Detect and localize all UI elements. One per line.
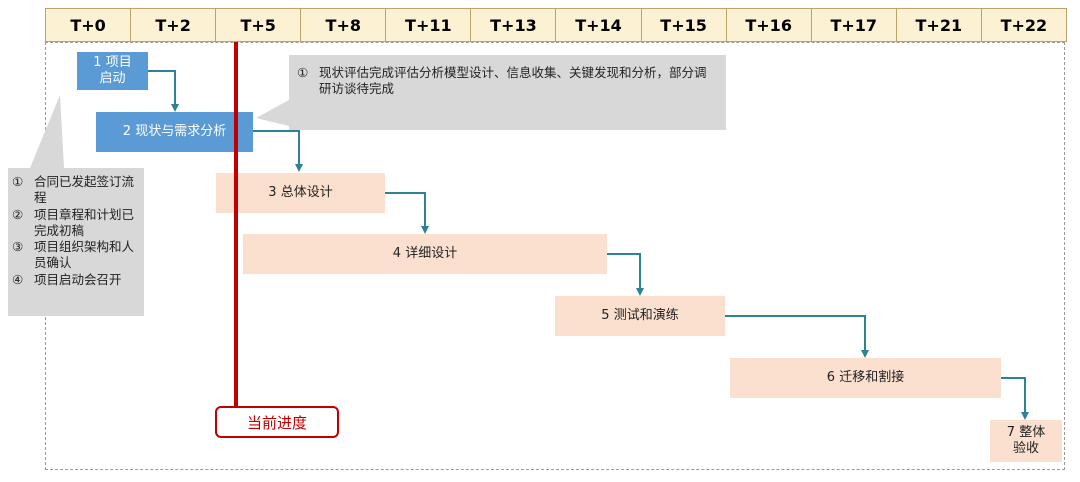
arrow-4-5 <box>607 253 644 296</box>
note-item-number: ② <box>12 206 24 222</box>
task-label: 4 详细设计 <box>392 245 458 261</box>
note-item-text: 现状评估完成评估分析模型设计、信息收集、关键发现和分析，部分调研访谈待完成 <box>319 65 707 97</box>
current-progress-line <box>234 42 238 408</box>
task-6-migration: 6 迁移和割接 <box>730 358 1001 398</box>
arrow-6-7 <box>1001 377 1029 420</box>
callout-note-project-start: ① 合同已发起签订流程 ② 项目章程和计划已完成初稿 ③ 项目组织架构和人员确认… <box>8 168 144 316</box>
arrow-2-3 <box>253 130 303 172</box>
task-5-testing: 5 测试和演练 <box>555 296 725 336</box>
timeline-cell: T+8 <box>301 9 387 41</box>
note-item-text: 项目章程和计划已完成初稿 <box>34 206 135 238</box>
timeline-cell: T+0 <box>46 9 132 41</box>
callout-note-analysis: ① 现状评估完成评估分析模型设计、信息收集、关键发现和分析，部分调研访谈待完成 <box>289 55 726 130</box>
current-progress-label: 当前进度 <box>215 406 339 438</box>
timeline-header: T+0 T+2 T+5 T+8 T+11 T+13 T+14 T+15 T+16… <box>45 8 1067 42</box>
task-label: 3 总体设计 <box>268 184 333 200</box>
task-label: 7 整体 验收 <box>1006 424 1046 456</box>
task-label: 5 测试和演练 <box>601 307 679 323</box>
task-2-analysis: 2 现状与需求分析 <box>96 112 253 152</box>
timeline-cell: T+2 <box>131 9 217 41</box>
note-item-number: ④ <box>12 271 24 287</box>
note-item: ① 现状评估完成评估分析模型设计、信息收集、关键发现和分析，部分调研访谈待完成 <box>297 65 718 98</box>
task-4-detailed-design: 4 详细设计 <box>243 234 607 274</box>
arrow-1-2 <box>148 70 179 112</box>
task-7-acceptance: 7 整体 验收 <box>990 420 1062 462</box>
task-label: 2 现状与需求分析 <box>122 123 227 139</box>
arrow-3-4 <box>385 192 429 234</box>
arrow-5-6 <box>725 315 869 358</box>
task-3-overall-design: 3 总体设计 <box>216 173 385 213</box>
timeline-cell: T+14 <box>556 9 642 41</box>
timeline-cell: T+21 <box>897 9 982 41</box>
task-label: 6 迁移和割接 <box>826 369 905 385</box>
note-item-text: 合同已发起签订流程 <box>34 174 135 206</box>
note-item-number: ① <box>12 174 24 189</box>
timeline-cell: T+17 <box>812 9 897 41</box>
callout-pointer-left <box>30 95 64 168</box>
note-item-number: ③ <box>12 239 24 254</box>
timeline-cell: T+16 <box>727 9 812 41</box>
current-progress-text: 当前进度 <box>246 413 307 432</box>
timeline-cell: T+5 <box>216 9 302 41</box>
note-item-text: 项目启动会召开 <box>34 271 122 287</box>
note-item: ② 项目章程和计划已完成初稿 <box>12 207 140 240</box>
task-label: 1 项目 启动 <box>93 54 132 86</box>
note-item-number: ① <box>297 65 309 80</box>
timeline-cell: T+11 <box>386 9 472 41</box>
note-item-text: 项目组织架构和人员确认 <box>34 239 135 271</box>
timeline-cell: T+15 <box>642 9 727 41</box>
task-1-project-start: 1 项目 启动 <box>77 52 148 90</box>
timeline-cell: T+13 <box>471 9 557 41</box>
note-item: ④ 项目启动会召开 <box>12 272 140 288</box>
timeline-cell: T+22 <box>1000 15 1048 35</box>
note-item: ③ 项目组织架构和人员确认 <box>12 239 140 272</box>
callout-pointer-top <box>256 100 289 126</box>
note-item: ① 合同已发起签订流程 <box>12 174 140 207</box>
